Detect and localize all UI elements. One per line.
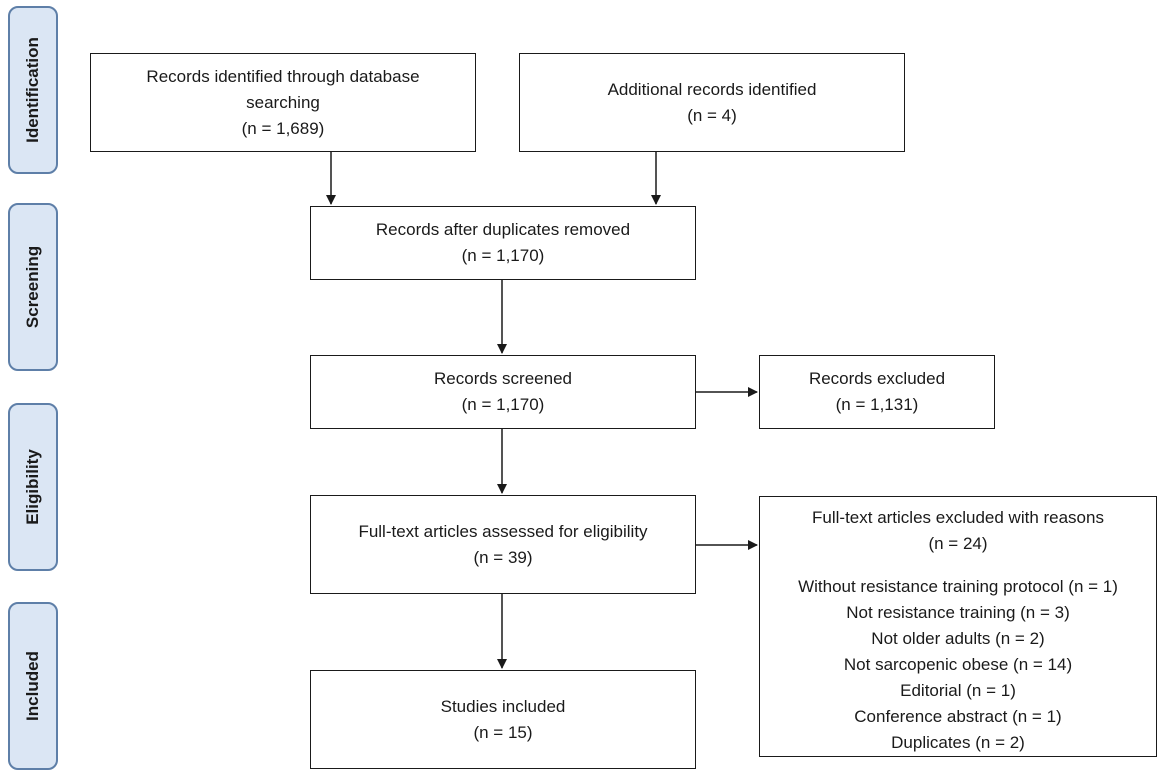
exclusion-reason: Editorial (n = 1)	[900, 681, 1016, 700]
box-database-search-count: (n = 1,689)	[241, 118, 325, 138]
box-studies-included-count: (n = 15)	[473, 722, 533, 742]
box-fulltext-excluded: Full-text articles excluded with reasons…	[759, 496, 1157, 757]
box-fulltext-assessed-count: (n = 39)	[473, 547, 533, 567]
box-database-search: Records identified through database sear…	[90, 53, 476, 152]
box-records-excluded-line1: Records excluded	[808, 369, 946, 388]
phase-identification: Identification	[8, 6, 58, 174]
box-after-duplicates-count: (n = 1,170)	[461, 246, 545, 265]
box-records-screened-count: (n = 1,170)	[461, 395, 545, 414]
exclusion-reason: Duplicates (n = 2)	[891, 733, 1025, 752]
exclusion-reason: Not resistance training (n = 3)	[846, 603, 1070, 622]
box-additional-records-count: (n = 4)	[687, 105, 737, 125]
box-additional-records: Additional records identified (n = 4)	[519, 53, 905, 152]
box-records-excluded-count: (n = 1,131)	[835, 395, 919, 414]
exclusion-reason: Without resistance training protocol (n …	[798, 577, 1118, 596]
box-records-excluded: Records excluded (n = 1,131)	[759, 355, 995, 429]
phase-screening: Screening	[8, 203, 58, 371]
box-records-screened-line1: Records screened	[434, 369, 572, 388]
box-records-screened: Records screened (n = 1,170)	[310, 355, 696, 429]
box-fulltext-excluded-line1: Full-text articles excluded with reasons	[812, 508, 1104, 527]
phase-included: Included	[8, 602, 58, 770]
box-database-search-line1: Records identified through database	[146, 66, 420, 86]
phase-eligibility: Eligibility	[8, 403, 58, 571]
box-fulltext-excluded-count: (n = 24)	[928, 534, 988, 553]
box-additional-records-line1: Additional records identified	[607, 79, 817, 99]
box-fulltext-assessed-line1: Full-text articles assessed for eligibil…	[358, 521, 648, 541]
exclusion-reason: Not older adults (n = 2)	[871, 629, 1045, 648]
exclusion-reason: Not sarcopenic obese (n = 14)	[843, 655, 1073, 674]
exclusion-reason: Conference abstract (n = 1)	[854, 707, 1062, 726]
box-after-duplicates-line1: Records after duplicates removed	[375, 220, 631, 239]
box-after-duplicates: Records after duplicates removed (n = 1,…	[310, 206, 696, 280]
box-database-search-line2: searching	[246, 92, 320, 112]
box-studies-included-line1: Studies included	[440, 696, 566, 716]
box-studies-included: Studies included (n = 15)	[310, 670, 696, 769]
box-fulltext-assessed: Full-text articles assessed for eligibil…	[310, 495, 696, 594]
